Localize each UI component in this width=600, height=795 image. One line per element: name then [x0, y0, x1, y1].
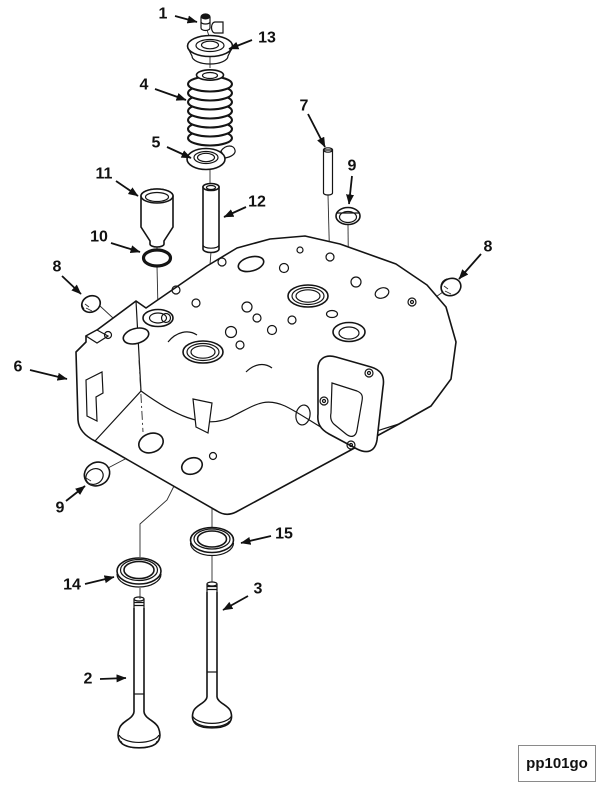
callout-label-5: 5	[152, 135, 161, 152]
o-ring-drawing	[141, 248, 173, 268]
cup-plug-bore	[332, 321, 366, 343]
callout-arrow-4	[154, 88, 187, 101]
valve-left-drawing	[117, 596, 161, 749]
callout-arrow-8	[61, 275, 82, 295]
pipe-plug-right-drawing	[440, 277, 462, 297]
valve-seat-insert-right-drawing	[189, 526, 235, 557]
injector-bore-right	[287, 284, 329, 308]
callout-arrow-10	[110, 242, 141, 254]
valve-seat-insert-left-drawing	[116, 557, 162, 588]
callout-layer: 1 13 4 7 5 9 11 12 10 8 8 6 9 14 15 3 2	[14, 6, 493, 688]
callout-arrow-7	[307, 113, 326, 148]
callout-arrow-1	[174, 15, 198, 24]
callout-arrow-5	[166, 146, 192, 159]
valve-spring-drawing	[186, 69, 234, 147]
callout-label-11: 11	[96, 166, 113, 183]
callout-label-13: 13	[258, 30, 276, 47]
port-flange	[317, 355, 385, 453]
spring-retainer-drawing	[186, 34, 234, 65]
callout-arrow-13	[228, 39, 253, 50]
callout-label-6: 6	[14, 359, 23, 376]
callout-label-2: 2	[84, 671, 93, 688]
callout-label-12: 12	[248, 194, 266, 211]
callout-arrow-3	[222, 595, 249, 611]
callout-arrow-8	[458, 253, 482, 280]
cup-plug-lower-drawing	[83, 461, 111, 487]
callout-label-7: 7	[300, 98, 309, 115]
valve-seal-drawing	[186, 145, 236, 171]
cylinder-head-drawing	[75, 235, 457, 516]
valve-right-drawing	[191, 581, 233, 729]
callout-label-10: 10	[90, 229, 108, 246]
callout-label-8: 8	[484, 239, 493, 256]
callout-label-1: 1	[159, 6, 168, 23]
callout-label-9: 9	[56, 500, 65, 517]
callout-label-15: 15	[275, 526, 293, 543]
dowel-pin-drawing	[322, 147, 334, 196]
callout-label-3: 3	[254, 581, 263, 598]
callout-arrow-6	[29, 369, 68, 381]
valve-keeper-drawing	[200, 13, 224, 34]
valve-guide-drawing	[202, 182, 220, 254]
callout-label-8: 8	[53, 259, 62, 276]
callout-arrow-9	[346, 175, 354, 205]
callout-arrow-11	[115, 180, 139, 197]
cup-plug-upper-drawing	[335, 206, 361, 226]
callout-arrow-14	[84, 575, 115, 585]
figure-code-label: pp101go	[518, 745, 596, 782]
callout-arrow-9	[65, 485, 86, 502]
pipe-plug-left-drawing	[80, 294, 102, 314]
callout-label-4: 4	[140, 77, 149, 94]
injector-bore-left	[182, 340, 224, 364]
callout-label-14: 14	[63, 577, 81, 594]
injector-sleeve-drawing	[140, 188, 174, 248]
callout-label-9: 9	[348, 158, 357, 175]
callout-arrow-2	[99, 674, 127, 683]
callout-arrow-12	[223, 206, 247, 218]
callout-arrow-15	[240, 535, 272, 545]
